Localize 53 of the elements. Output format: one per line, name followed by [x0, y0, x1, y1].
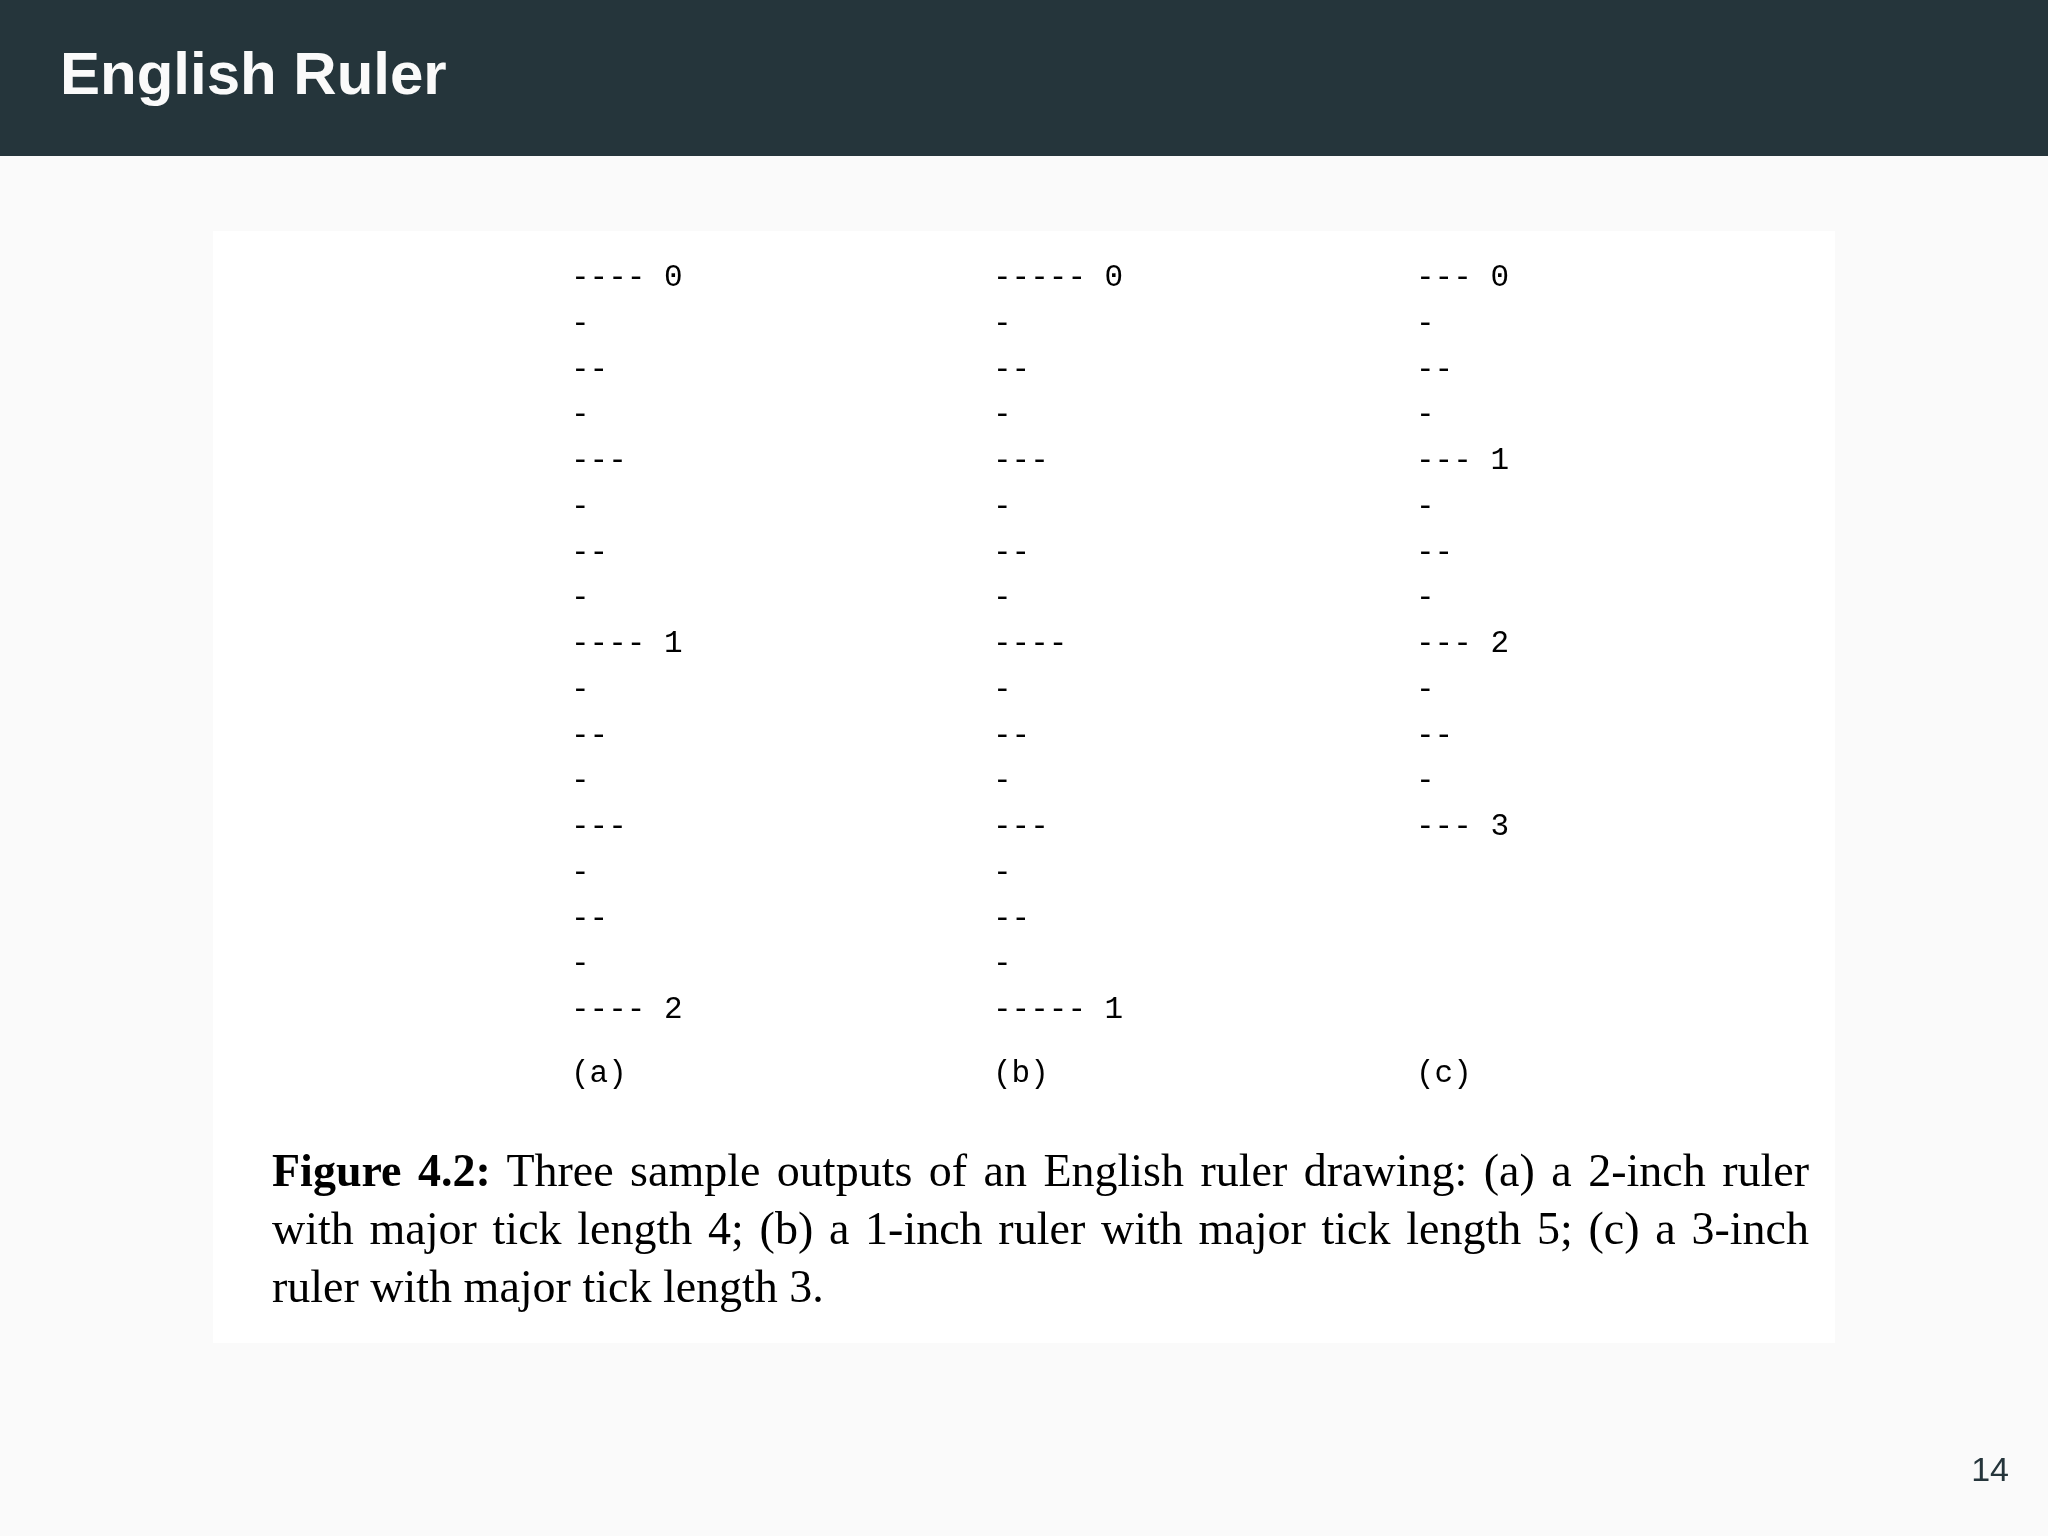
ruler-tick-line: -- — [993, 534, 1031, 571]
ruler-tick-line: - — [1416, 763, 1435, 800]
ruler-tick-line: - — [571, 488, 590, 525]
ruler-tick-line: -- — [1416, 534, 1454, 571]
ruler-tick-line: - — [1416, 397, 1435, 434]
ruler-tick-line: --- — [993, 443, 1049, 479]
figure-caption: Figure 4.2: Three sample outputs of an English ruler drawing: (a) a 2-inch ruler with major tick length 4; (b) a 1-inch ruler with major tick length 5; (c) a 3-inch ruler with major tick length 3. — [272, 1144, 1809, 1314]
subfigure-label: (b) — [993, 1056, 1049, 1092]
ruler-tick-line: - — [993, 763, 1012, 800]
ruler-tick-line: - — [571, 580, 590, 617]
ruler-tick-line: - — [993, 488, 1012, 525]
ruler-tick-line: -- — [993, 900, 1031, 937]
ruler-tick-line: --- — [993, 809, 1049, 845]
ruler-tick-line: - — [571, 763, 590, 800]
ruler-tick-line: ---- 0 — [571, 260, 683, 296]
ruler-tick-line: --- 1 — [1416, 443, 1509, 479]
ruler-tick-line: -- — [1416, 351, 1454, 388]
ruler-tick-line: - — [571, 397, 590, 434]
ruler-tick-line: -- — [993, 717, 1031, 754]
ruler-tick-line: --- 3 — [1416, 809, 1509, 845]
subfigure-label: (a) — [571, 1056, 627, 1092]
ruler-tick-line: -- — [571, 351, 609, 388]
subfigure-label: (c) — [1416, 1056, 1472, 1092]
page-number: 14 — [1971, 1449, 2009, 1489]
ruler-tick-line: - — [1416, 488, 1435, 525]
ruler-tick-line: - — [993, 580, 1012, 617]
ruler-tick-line: - — [993, 671, 1012, 708]
ruler-tick-line: --- — [571, 443, 627, 479]
ruler-tick-line: --- — [571, 809, 627, 845]
ruler-tick-line: - — [993, 946, 1012, 983]
ruler-tick-line: -- — [571, 534, 609, 571]
ruler-tick-line: -- — [571, 717, 609, 754]
ruler-tick-line: --- 0 — [1416, 260, 1509, 296]
ruler-tick-line: - — [571, 305, 590, 342]
ruler-tick-line: - — [571, 671, 590, 708]
ruler-tick-line: - — [993, 397, 1012, 434]
ruler-tick-line: - — [993, 305, 1012, 342]
ruler-tick-line: - — [1416, 580, 1435, 617]
ruler-tick-line: - — [1416, 671, 1435, 708]
ruler-tick-line: ----- 0 — [993, 260, 1124, 296]
ruler-tick-line: -- — [993, 351, 1031, 388]
slide-title: English Ruler — [60, 39, 447, 109]
ruler-tick-line: - — [993, 854, 1012, 891]
ruler-tick-line: - — [571, 946, 590, 983]
ruler-tick-line: ---- — [993, 626, 1068, 662]
ruler-tick-line: - — [1416, 305, 1435, 342]
ruler-tick-line: - — [571, 854, 590, 891]
ruler-tick-line: ---- 1 — [571, 626, 683, 662]
ruler-tick-line: ----- 1 — [993, 992, 1124, 1028]
ruler-tick-line: ---- 2 — [571, 992, 683, 1028]
ruler-tick-line: -- — [571, 900, 609, 937]
ruler-tick-line: --- 2 — [1416, 626, 1509, 662]
ruler-tick-line: -- — [1416, 717, 1454, 754]
